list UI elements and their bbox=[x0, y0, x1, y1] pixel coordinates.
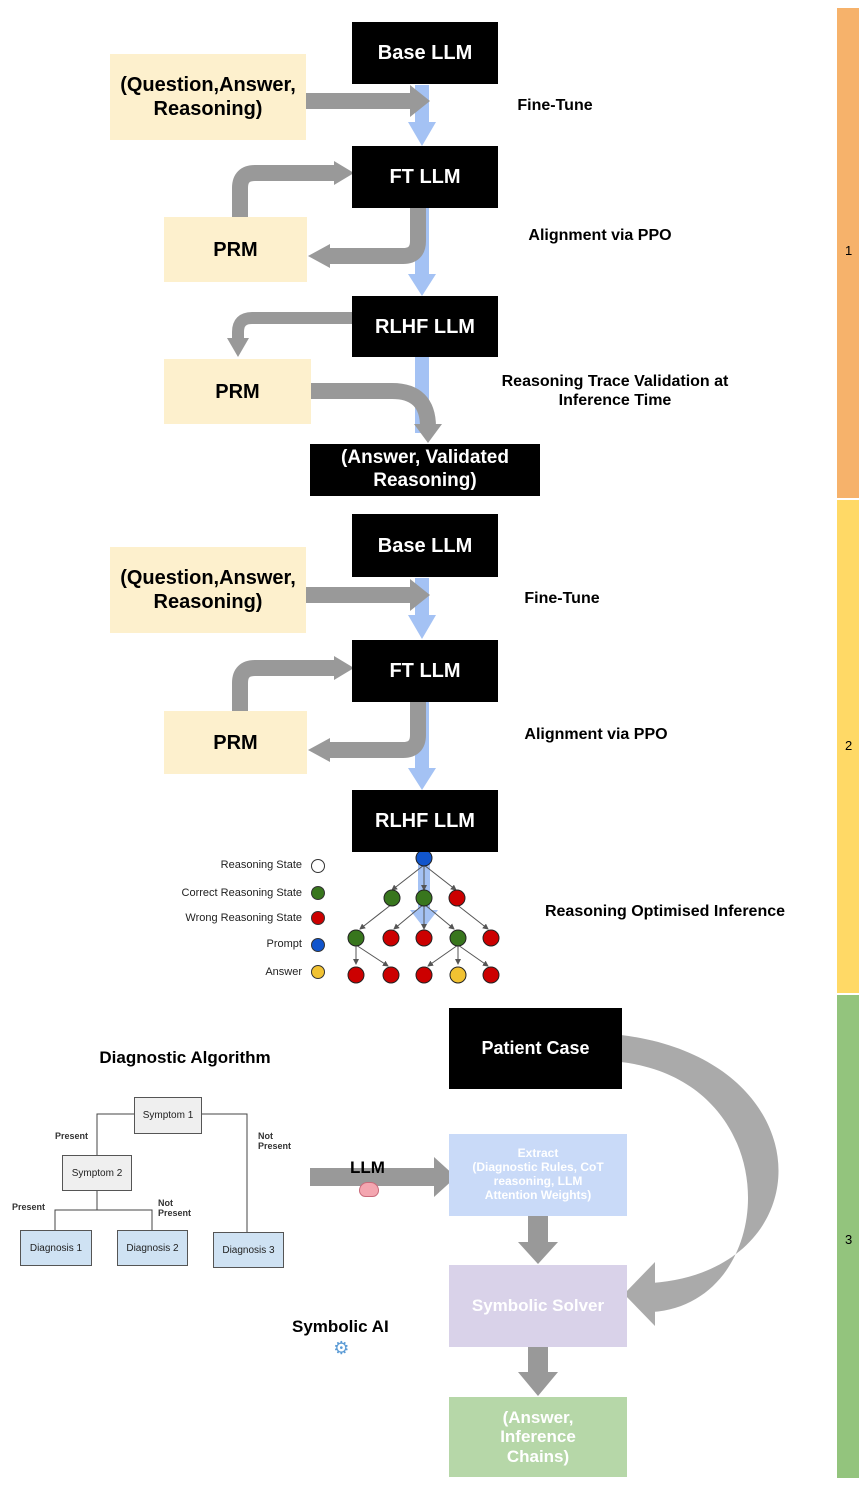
decision-tree-lines bbox=[54, 1113, 248, 1232]
flow-arrowhead bbox=[408, 122, 436, 146]
alignment-label: Alignment via PPO bbox=[524, 726, 668, 743]
wrong-state-node bbox=[482, 966, 500, 984]
diagnosis-3-node: Diagnosis 3 bbox=[213, 1232, 284, 1268]
patient-case-box: Patient Case bbox=[449, 1008, 622, 1089]
grey-arrowhead bbox=[414, 424, 442, 443]
fine-tune-label: Fine-Tune bbox=[524, 590, 600, 607]
prm-box: PRM bbox=[164, 711, 307, 774]
llm-label: LLM bbox=[350, 1138, 385, 1199]
flow-arrowhead bbox=[408, 615, 436, 639]
answer-node bbox=[449, 966, 467, 984]
wrong-state-node bbox=[347, 966, 365, 984]
correct-state-node bbox=[347, 929, 365, 947]
ft-llm-box: FT LLM bbox=[352, 640, 498, 702]
validation-label: Reasoning Trace Validation at Inference … bbox=[501, 373, 729, 410]
grey-arrow-shaft bbox=[528, 1346, 548, 1374]
flow-arrowhead bbox=[408, 768, 436, 790]
grey-arrow-shaft bbox=[306, 93, 412, 109]
base-llm-box: Base LLM bbox=[352, 514, 498, 577]
rlhf-llm-box: RLHF LLM bbox=[352, 296, 498, 357]
not-present-label: Not Present bbox=[158, 1198, 192, 1219]
grey-arrowhead bbox=[518, 1242, 558, 1264]
legend-label: Answer bbox=[265, 966, 302, 978]
reasoning-inference-label: Reasoning Optimised Inference bbox=[544, 903, 786, 920]
alignment-label: Alignment via PPO bbox=[528, 227, 672, 244]
grey-arrowhead bbox=[518, 1372, 558, 1396]
present-label: Present bbox=[12, 1202, 46, 1212]
wrong-state-node bbox=[382, 966, 400, 984]
flow-arrowhead bbox=[408, 274, 436, 296]
prompt-dot bbox=[311, 938, 325, 952]
grey-arrowhead bbox=[624, 1262, 655, 1326]
correct-state-node bbox=[415, 889, 433, 907]
validated-output-box: (Answer, Validated Reasoning) bbox=[310, 444, 540, 496]
brain-icon bbox=[358, 1181, 379, 1197]
stage-2-number: 2 bbox=[845, 738, 853, 753]
feedback-arrow bbox=[232, 660, 336, 711]
correct-state-node bbox=[449, 929, 467, 947]
qa-reasoning-box: (Question,Answer, Reasoning) bbox=[110, 54, 306, 140]
base-llm-box: Base LLM bbox=[352, 22, 498, 84]
grey-arrowhead bbox=[308, 738, 330, 762]
present-label: Present bbox=[55, 1131, 89, 1141]
grey-arrowhead bbox=[410, 85, 430, 117]
symbolic-ai-label: Symbolic AI ⚙ bbox=[292, 1297, 389, 1359]
qa-reasoning-box: (Question,Answer, Reasoning) bbox=[110, 547, 306, 633]
reasoning-tree-edges bbox=[353, 864, 489, 967]
inference-chains-box: (Answer, Inference Chains) bbox=[449, 1397, 627, 1477]
grey-arrowhead bbox=[334, 161, 354, 185]
stage-3-number: 3 bbox=[845, 1232, 853, 1247]
reasoning-state-dot bbox=[311, 859, 325, 873]
gear-icon: ⚙ bbox=[333, 1337, 350, 1358]
prm-box-2: PRM bbox=[164, 359, 311, 424]
llm-text: LLM bbox=[350, 1158, 385, 1178]
prompt-node bbox=[415, 849, 433, 867]
extract-box: Extract (Diagnostic Rules, CoT reasoning… bbox=[449, 1134, 627, 1216]
diagnosis-2-node: Diagnosis 2 bbox=[117, 1230, 188, 1266]
legend-label: Prompt bbox=[266, 938, 302, 950]
correct-state-dot bbox=[311, 886, 325, 900]
grey-arrow-shaft bbox=[528, 1216, 548, 1244]
wrong-state-node bbox=[415, 966, 433, 984]
not-present-label: Not Present bbox=[258, 1131, 292, 1152]
symptom-1-node: Symptom 1 bbox=[134, 1097, 202, 1134]
legend-label: Wrong Reasoning State bbox=[185, 912, 302, 924]
diagnosis-1-node: Diagnosis 1 bbox=[20, 1230, 92, 1266]
patient-case-curve-arrow bbox=[621, 1035, 779, 1312]
legend-label: Correct Reasoning State bbox=[181, 887, 302, 899]
symptom-2-node: Symptom 2 bbox=[62, 1155, 132, 1191]
grey-arrowhead bbox=[308, 244, 330, 268]
grey-arrow-shaft bbox=[310, 1168, 438, 1186]
ft-llm-box: FT LLM bbox=[352, 146, 498, 208]
feedback-arrow bbox=[232, 165, 336, 217]
validation-arrow bbox=[311, 383, 436, 428]
wrong-state-node bbox=[415, 929, 433, 947]
prm-box: PRM bbox=[164, 217, 307, 282]
fine-tune-label: Fine-Tune bbox=[517, 97, 593, 114]
grey-arrowhead bbox=[410, 579, 430, 611]
wrong-state-node bbox=[382, 929, 400, 947]
diagnostic-algorithm-title: Diagnostic Algorithm bbox=[99, 1048, 271, 1067]
prm-return-arrow bbox=[232, 312, 352, 340]
answer-dot bbox=[311, 965, 325, 979]
symbolic-solver-box: Symbolic Solver bbox=[449, 1265, 627, 1347]
stage-1-number: 1 bbox=[845, 243, 853, 258]
wrong-state-node bbox=[482, 929, 500, 947]
grey-arrowhead bbox=[334, 656, 354, 680]
wrong-state-node bbox=[448, 889, 466, 907]
stage-2-stripe bbox=[837, 500, 859, 993]
legend-label: Reasoning State bbox=[220, 859, 302, 871]
reward-arrow bbox=[328, 208, 426, 264]
stage-1-stripe bbox=[837, 8, 859, 498]
symbolic-ai-text: Symbolic AI bbox=[292, 1317, 389, 1337]
stage-3-stripe bbox=[837, 995, 859, 1478]
grey-arrow-shaft bbox=[306, 587, 412, 603]
wrong-state-dot bbox=[311, 911, 325, 925]
reward-arrow bbox=[328, 702, 426, 758]
grey-arrowhead bbox=[227, 338, 249, 357]
grey-arrowhead bbox=[434, 1157, 456, 1197]
correct-state-node bbox=[383, 889, 401, 907]
rlhf-llm-box: RLHF LLM bbox=[352, 790, 498, 852]
